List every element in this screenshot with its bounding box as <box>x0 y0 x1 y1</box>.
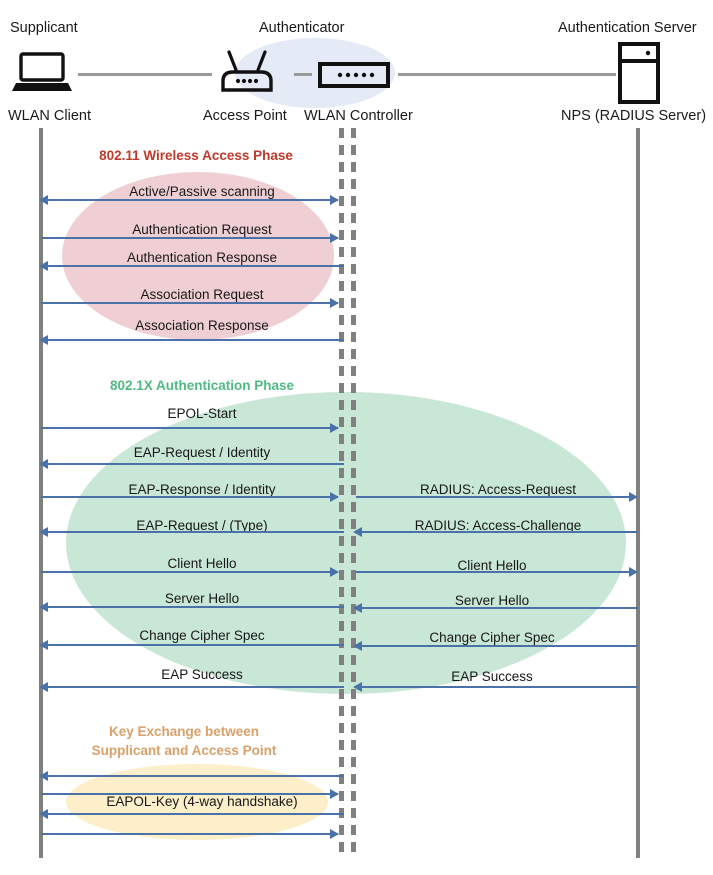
network-switch-icon <box>318 62 390 88</box>
msg-line-radius-access-challenge <box>362 531 638 533</box>
lifeline-wlan-controller <box>351 128 356 858</box>
role-title-supplicant: Supplicant <box>10 20 78 36</box>
arrow-head-active-passive-scanning-right <box>330 195 339 205</box>
phase-heading-keyexchange-line2: Supplicant and Access Point <box>91 743 277 758</box>
phase-heading-dot1x: 802.1X Authentication Phase <box>109 378 295 393</box>
node-label-nps-radius-server: NPS (RADIUS Server) <box>561 108 707 124</box>
msg-label-server-hello-right: Server Hello <box>454 593 530 608</box>
arrow-head-authentication-response <box>39 261 48 271</box>
msg-label-epol-start: EPOL-Start <box>167 406 237 421</box>
node-label-wlan-controller: WLAN Controller <box>304 108 413 124</box>
arrow-head-association-response <box>39 335 48 345</box>
arrow-head-server-hello-right <box>353 603 362 613</box>
msg-label-change-cipher-spec-left: Change Cipher Spec <box>139 628 265 643</box>
msg-line-eapol-key-4 <box>41 833 338 835</box>
wire-client-to-ap <box>78 73 212 76</box>
msg-label-client-hello-right: Client Hello <box>457 558 527 573</box>
msg-line-eap-success-right <box>362 686 638 688</box>
msg-label-association-request: Association Request <box>140 287 264 302</box>
arrow-head-eap-request-type <box>39 527 48 537</box>
lifeline-auth-server <box>636 128 640 858</box>
arrow-head-client-hello-left <box>330 567 339 577</box>
msg-label-authentication-response: Authentication Response <box>126 250 278 265</box>
msg-line-eapol-key-3 <box>48 813 344 815</box>
role-title-authentication-server: Authentication Server <box>558 20 697 36</box>
msg-line-eap-request-identity <box>48 463 344 465</box>
phase-heading-keyexchange-line1: Key Exchange between <box>108 724 260 739</box>
msg-line-eapol-key-1 <box>48 775 344 777</box>
server-rack-icon <box>618 42 660 104</box>
laptop-icon <box>12 52 72 91</box>
msg-label-client-hello-left: Client Hello <box>167 556 237 571</box>
msg-line-eap-request-type <box>48 531 344 533</box>
msg-line-server-hello-left <box>48 606 344 608</box>
arrow-head-association-request <box>330 298 339 308</box>
phase-ellipse-dot1x <box>66 392 626 694</box>
msg-line-authentication-response <box>48 265 344 267</box>
msg-line-eapol-key-2 <box>41 793 338 795</box>
arrow-head-server-hello-left <box>39 602 48 612</box>
msg-line-change-cipher-spec-right <box>362 645 638 647</box>
msg-label-eap-success-right: EAP Success <box>451 669 533 684</box>
msg-label-change-cipher-spec-right: Change Cipher Spec <box>429 630 555 645</box>
msg-label-radius-access-request: RADIUS: Access-Request <box>419 482 577 497</box>
msg-line-authentication-request <box>41 237 338 239</box>
msg-label-active-passive-scanning: Active/Passive scanning <box>129 184 275 199</box>
msg-label-radius-access-challenge: RADIUS: Access-Challenge <box>414 518 582 533</box>
msg-label-server-hello-left: Server Hello <box>164 591 240 606</box>
arrow-head-eap-request-identity <box>39 459 48 469</box>
msg-label-eapol-key: EAPOL-Key (4-way handshake) <box>106 794 298 809</box>
wire-ap-to-controller <box>294 73 312 76</box>
msg-line-client-hello-right <box>356 571 637 573</box>
msg-line-association-request <box>41 302 338 304</box>
wireless-router-icon <box>221 50 273 92</box>
msg-line-server-hello-right <box>362 607 638 609</box>
arrow-head-radius-access-request <box>629 492 638 502</box>
role-title-authenticator: Authenticator <box>259 20 345 36</box>
msg-label-eap-request-type: EAP-Request / (Type) <box>136 518 268 533</box>
arrow-head-client-hello-right <box>629 567 638 577</box>
msg-line-change-cipher-spec-left <box>48 644 344 646</box>
arrow-head-eap-response-identity <box>330 492 339 502</box>
msg-label-eap-success-left: EAP Success <box>161 667 243 682</box>
msg-line-radius-access-request <box>356 496 637 498</box>
msg-line-client-hello-left <box>41 571 338 573</box>
lifeline-access-point <box>339 128 344 858</box>
arrow-head-authentication-request <box>330 233 339 243</box>
node-label-access-point: Access Point <box>203 108 287 124</box>
arrow-head-change-cipher-spec-left <box>39 640 48 650</box>
msg-label-authentication-request: Authentication Request <box>132 222 272 237</box>
arrow-head-eapol-key-1 <box>39 771 48 781</box>
msg-line-active-passive-scanning <box>48 199 338 201</box>
arrow-head-change-cipher-spec-right <box>353 641 362 651</box>
msg-line-eap-success-left <box>48 686 344 688</box>
arrow-head-eapol-key-4 <box>330 829 339 839</box>
arrow-head-eap-success-right <box>353 682 362 692</box>
wire-controller-to-server <box>398 73 616 76</box>
arrow-head-epol-start <box>330 423 339 433</box>
lifeline-supplicant <box>39 128 43 858</box>
msg-line-eap-response-identity <box>41 496 338 498</box>
arrow-head-active-passive-scanning-left <box>39 195 48 205</box>
node-label-wlan-client: WLAN Client <box>8 108 91 124</box>
phase-heading-wireless: 802.11 Wireless Access Phase <box>99 148 293 163</box>
arrow-head-eapol-key-2 <box>330 789 339 799</box>
arrow-head-eapol-key-3 <box>39 809 48 819</box>
arrow-head-eap-success-left <box>39 682 48 692</box>
msg-label-association-response: Association Response <box>135 318 269 333</box>
msg-line-association-response <box>48 339 344 341</box>
msg-line-epol-start <box>41 427 338 429</box>
arrow-head-radius-access-challenge <box>353 527 362 537</box>
msg-label-eap-request-identity: EAP-Request / Identity <box>133 445 271 460</box>
msg-label-eap-response-identity: EAP-Response / Identity <box>128 482 276 497</box>
